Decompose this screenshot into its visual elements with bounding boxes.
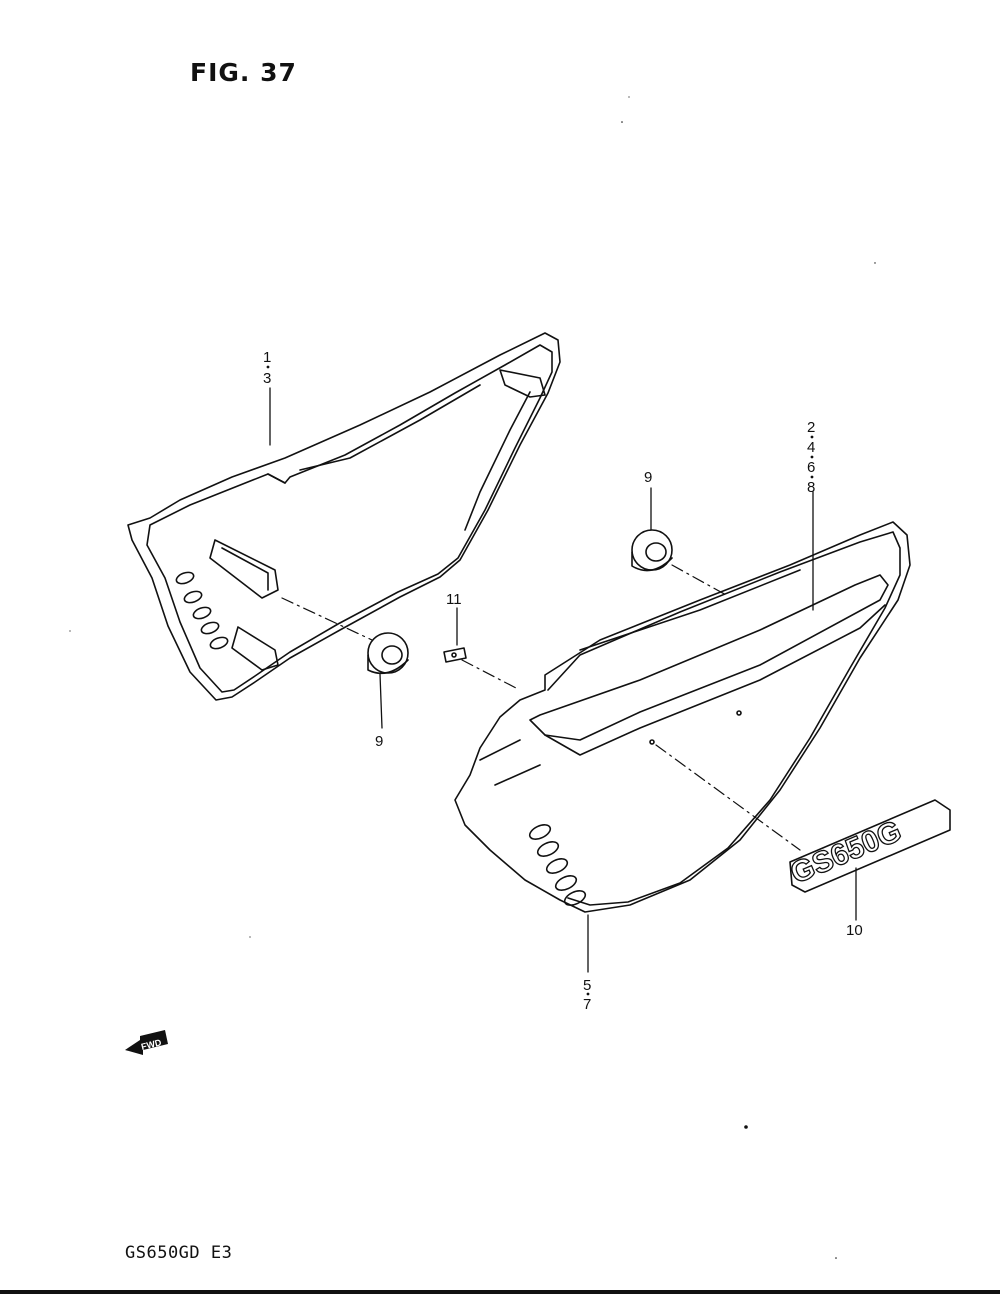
callout-right-cover-3: 6 — [807, 459, 815, 476]
callout-grommet-left: 9 — [375, 733, 383, 750]
fwd-label: FWD — [140, 1037, 163, 1052]
callout-left-cover-2: 3 — [263, 370, 271, 387]
clip — [443, 647, 467, 663]
callout-right-cover-2: 4 — [807, 439, 815, 456]
callout-right-lower-1: 5 — [583, 977, 591, 994]
callout-right-cover-4: 8 — [807, 479, 815, 496]
callout-grommet-right: 9 — [644, 469, 652, 486]
grommet-left — [367, 632, 409, 675]
figure-title: FIG. 37 — [190, 58, 297, 87]
left-frame-cover — [127, 332, 561, 701]
callout-right-cover-1: 2 — [807, 419, 815, 436]
callout-left-cover-1: 1 — [263, 349, 271, 366]
model-code: GS650GD E3 — [125, 1243, 233, 1263]
emblem-text: GS650G — [786, 814, 906, 890]
right-frame-cover — [454, 521, 911, 913]
fwd-arrow-icon: FWD — [125, 1030, 168, 1055]
bottom-rule — [0, 1290, 1000, 1294]
emblem-gs650g — [789, 799, 951, 893]
callout-clip: 11 — [446, 591, 462, 608]
callout-right-lower-2: 7 — [583, 996, 591, 1013]
grommet-right — [631, 529, 673, 572]
callout-emblem: 10 — [846, 922, 863, 939]
